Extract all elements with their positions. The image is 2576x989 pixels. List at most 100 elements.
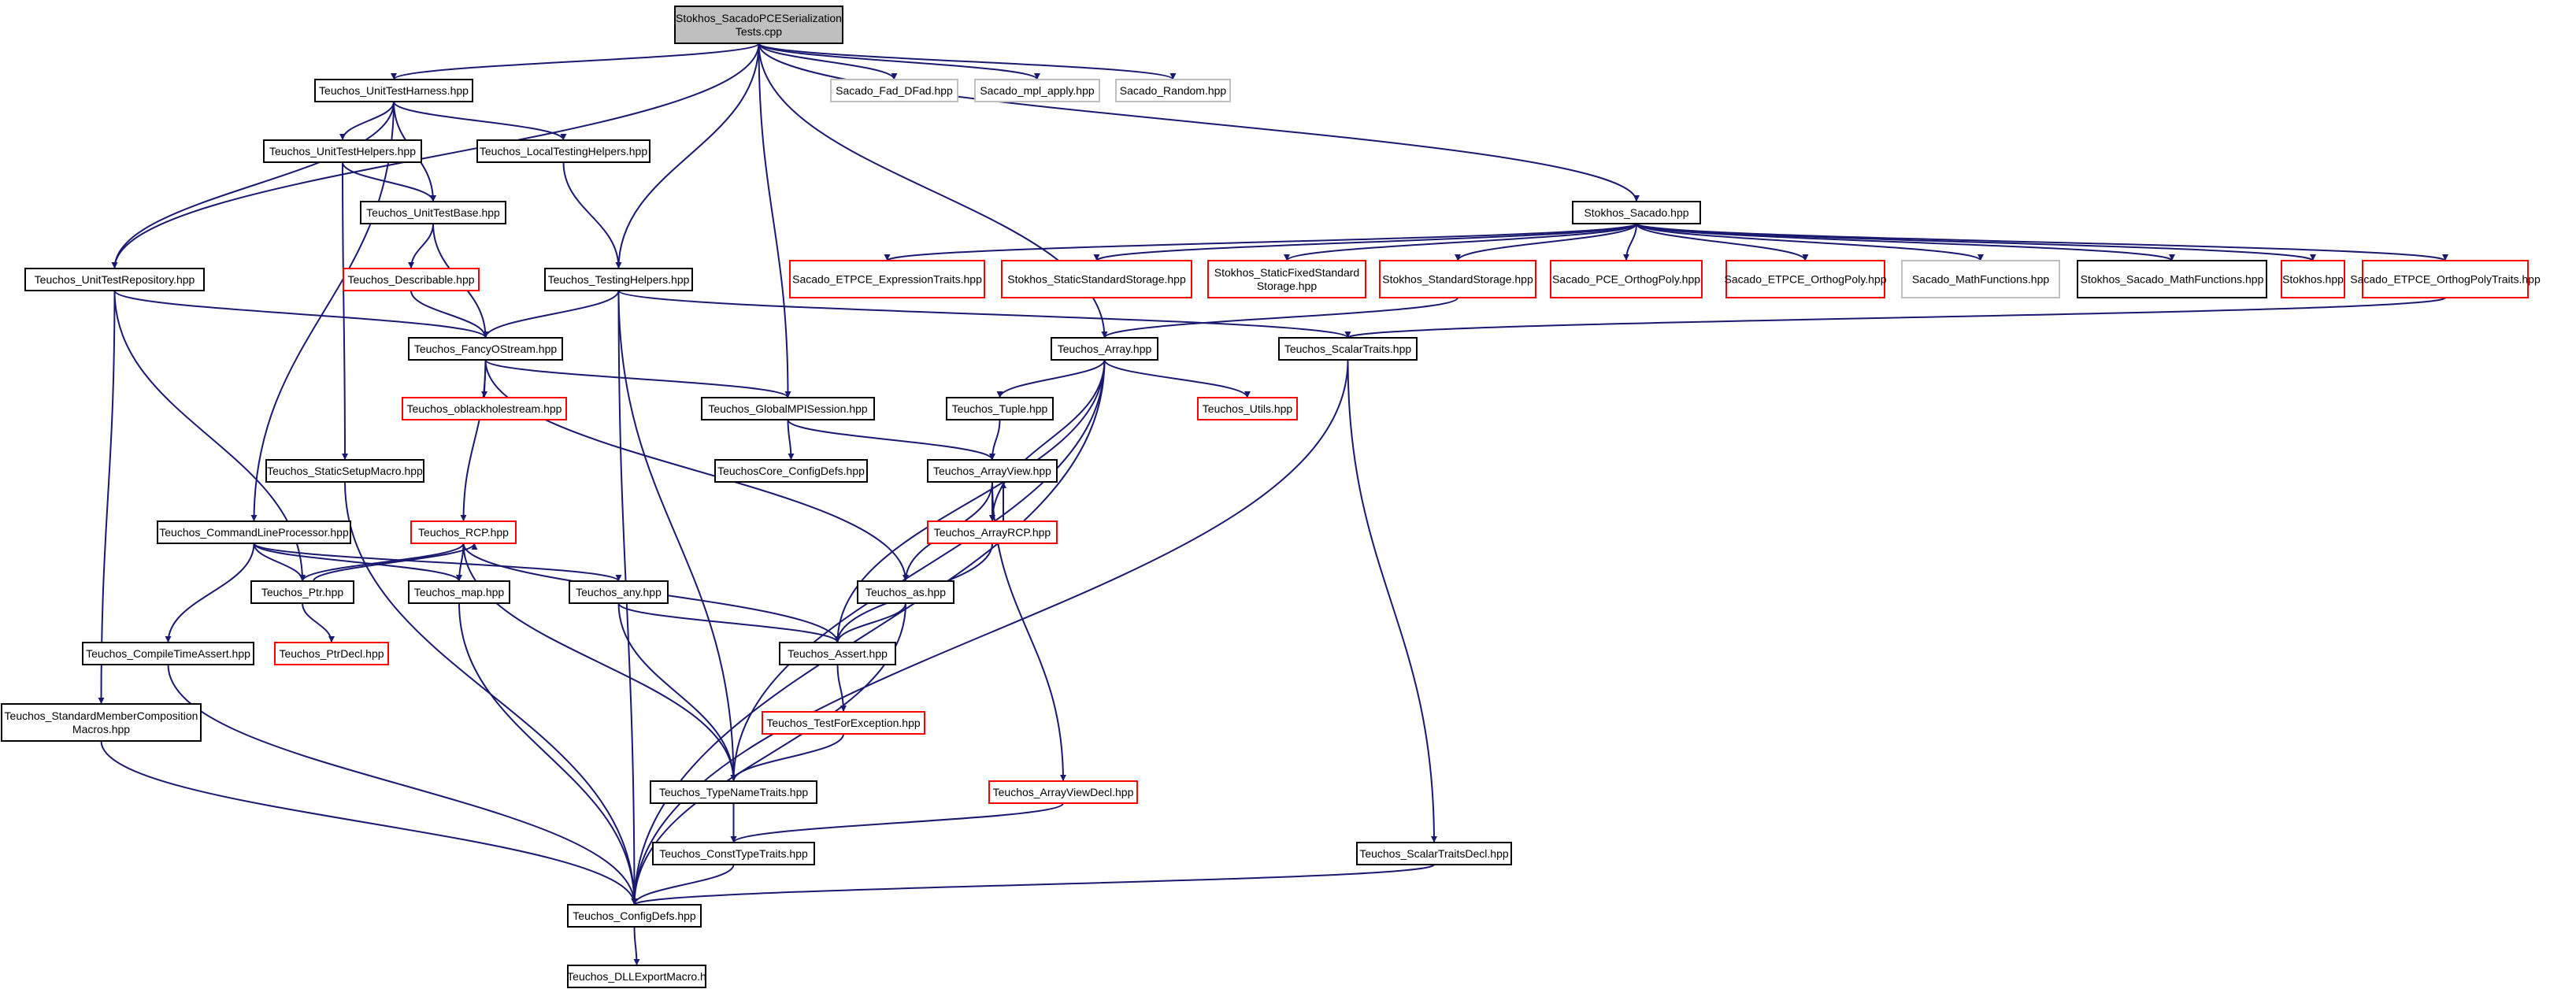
edge-avdecl-to-ctt xyxy=(730,802,1064,843)
node-label: Macros.hpp xyxy=(72,723,130,735)
node-rcp[interactable]: Teuchos_RCP.hpp xyxy=(410,520,517,544)
node-label: Teuchos_StaticSetupMacro.hpp xyxy=(267,465,423,477)
node-base[interactable]: Teuchos_UnitTestBase.hpp xyxy=(360,201,506,224)
node-tuple[interactable]: Teuchos_Tuple.hpp xyxy=(946,397,1054,420)
edge-uth-to-local xyxy=(393,101,567,141)
node-desc[interactable]: Teuchos_Describable.hpp xyxy=(343,268,480,291)
node-box xyxy=(974,79,1100,102)
node-scalar[interactable]: Teuchos_ScalarTraits.hpp xyxy=(1278,337,1418,361)
edge-repo-to-fancy xyxy=(113,290,489,339)
node-gmpi[interactable]: Teuchos_GlobalMPISession.hpp xyxy=(701,397,875,420)
node-stokhos[interactable]: Stokhos.hpp xyxy=(2281,260,2345,298)
node-box xyxy=(652,842,815,865)
node-box xyxy=(265,459,424,483)
node-etortho[interactable]: Sacado_ETPCE_OrthogPoly.hpp xyxy=(1725,260,1887,298)
edge-array-to-tnt xyxy=(730,359,1106,782)
node-box xyxy=(569,580,669,604)
node-box xyxy=(314,79,473,102)
node-label: Sacado_ETPCE_ExpressionTraits.hpp xyxy=(792,273,982,286)
node-as[interactable]: Teuchos_as.hpp xyxy=(857,580,954,604)
node-box xyxy=(1572,201,1701,224)
node-label: Stokhos_StaticFixedStandard xyxy=(1214,266,1359,279)
node-testing[interactable]: Teuchos_TestingHelpers.hpp xyxy=(544,268,693,291)
node-rand[interactable]: Sacado_Random.hpp xyxy=(1115,79,1231,102)
edge-root-to-fad xyxy=(758,43,898,80)
node-fancy[interactable]: Teuchos_FancyOStream.hpp xyxy=(408,337,563,361)
edge-ptr-to-ptrdecl xyxy=(302,602,335,643)
node-label: Teuchos_TestForException.hpp xyxy=(766,717,921,729)
node-stdecl[interactable]: Teuchos_ScalarTraitsDecl.hpp xyxy=(1356,842,1512,865)
node-ctt[interactable]: Teuchos_ConstTypeTraits.hpp xyxy=(652,842,815,865)
node-box xyxy=(24,268,205,291)
node-pceortho[interactable]: Sacado_PCE_OrthogPoly.hpp xyxy=(1550,260,1703,298)
edge-local-to-testing xyxy=(562,161,622,269)
node-corecfg[interactable]: TeuchosCore_ConfigDefs.hpp xyxy=(714,459,868,483)
node-box xyxy=(263,139,422,163)
node-helpers[interactable]: Teuchos_UnitTestHelpers.hpp xyxy=(263,139,422,163)
node-ssm[interactable]: Teuchos_StaticSetupMacro.hpp xyxy=(265,459,424,483)
node-ptr[interactable]: Teuchos_Ptr.hpp xyxy=(250,580,354,604)
node-mathf[interactable]: Sacado_MathFunctions.hpp xyxy=(1901,260,2060,298)
node-box xyxy=(408,580,510,604)
node-local[interactable]: Teuchos_LocalTestingHelpers.hpp xyxy=(476,139,650,163)
node-box xyxy=(274,642,389,665)
node-utils[interactable]: Teuchos_Utils.hpp xyxy=(1197,397,1298,420)
edge-rcp-to-ptr xyxy=(299,543,465,582)
node-arcp[interactable]: Teuchos_ArrayRCP.hpp xyxy=(927,520,1058,544)
node-assert[interactable]: Teuchos_Assert.hpp xyxy=(779,642,896,665)
node-sss[interactable]: Stokhos_StaticStandardStorage.hpp xyxy=(1001,260,1192,298)
node-sacado[interactable]: Stokhos_Sacado.hpp xyxy=(1572,201,1701,224)
edge-root-to-rand xyxy=(758,43,1177,80)
node-label: Stokhos_Sacado_MathFunctions.hpp xyxy=(2081,273,2264,286)
node-label: Teuchos_any.hpp xyxy=(576,586,662,598)
node-box xyxy=(2077,260,2267,298)
edge-sacado-to-etortho xyxy=(1636,223,1809,261)
node-label: Teuchos_RCP.hpp xyxy=(418,526,509,539)
edge-sacado-to-sss xyxy=(1093,223,1637,261)
node-tfe[interactable]: Teuchos_TestForException.hpp xyxy=(762,711,925,735)
node-label: Teuchos_ScalarTraitsDecl.hpp xyxy=(1359,847,1509,860)
node-etexpr[interactable]: Sacado_ETPCE_ExpressionTraits.hpp xyxy=(789,260,985,298)
node-box xyxy=(789,260,985,298)
node-box xyxy=(650,780,817,804)
node-box xyxy=(779,642,896,665)
edge-base-to-desc xyxy=(408,223,434,269)
edge-desc-to-fancy xyxy=(410,290,489,339)
node-uth[interactable]: Teuchos_UnitTestHarness.hpp xyxy=(314,79,473,102)
node-repo[interactable]: Teuchos_UnitTestRepository.hpp xyxy=(24,268,205,291)
node-box xyxy=(857,580,954,604)
node-any[interactable]: Teuchos_any.hpp xyxy=(569,580,669,604)
node-array[interactable]: Teuchos_Array.hpp xyxy=(1051,337,1158,361)
edge-cfg-to-dll xyxy=(633,926,640,966)
node-label: Teuchos_ConfigDefs.hpp xyxy=(573,909,696,922)
node-label: Teuchos_Describable.hpp xyxy=(347,273,474,286)
node-smathf[interactable]: Stokhos_Sacado_MathFunctions.hpp xyxy=(2077,260,2267,298)
node-cfg[interactable]: Teuchos_ConfigDefs.hpp xyxy=(567,904,702,928)
node-label: Teuchos_TypeNameTraits.hpp xyxy=(659,786,809,798)
node-dll[interactable]: Teuchos_DLLExportMacro.h xyxy=(567,965,706,988)
edge-array-to-assert xyxy=(834,359,1106,643)
node-clp[interactable]: Teuchos_CommandLineProcessor.hpp xyxy=(157,520,351,544)
node-mpl[interactable]: Sacado_mpl_apply.hpp xyxy=(974,79,1100,102)
node-oblack[interactable]: Teuchos_oblackholestream.hpp xyxy=(402,397,567,420)
node-label: Teuchos_LocalTestingHelpers.hpp xyxy=(480,145,647,157)
node-ptrdecl[interactable]: Teuchos_PtrDecl.hpp xyxy=(274,642,389,665)
node-avdecl[interactable]: Teuchos_ArrayViewDecl.hpp xyxy=(988,780,1138,804)
node-box xyxy=(2362,260,2529,298)
node-map[interactable]: Teuchos_map.hpp xyxy=(408,580,510,604)
node-tnt[interactable]: Teuchos_TypeNameTraits.hpp xyxy=(650,780,817,804)
node-smc[interactable]: Teuchos_StandardMemberCompositionMacros.… xyxy=(1,703,202,742)
node-etotraits[interactable]: Sacado_ETPCE_OrthogPolyTraits.hpp xyxy=(2350,260,2541,298)
node-fad[interactable]: Sacado_Fad_DFad.hpp xyxy=(830,79,958,102)
node-aview[interactable]: Teuchos_ArrayView.hpp xyxy=(927,459,1058,483)
node-box xyxy=(157,520,351,544)
node-box xyxy=(1278,337,1418,361)
node-box xyxy=(1,703,202,742)
edge-sacado-to-mathf xyxy=(1636,223,1984,261)
node-std[interactable]: Stokhos_StandardStorage.hpp xyxy=(1379,260,1536,298)
node-box xyxy=(674,6,843,44)
node-label: Sacado_Fad_DFad.hpp xyxy=(836,84,953,97)
node-cta[interactable]: Teuchos_CompileTimeAssert.hpp xyxy=(82,642,254,665)
